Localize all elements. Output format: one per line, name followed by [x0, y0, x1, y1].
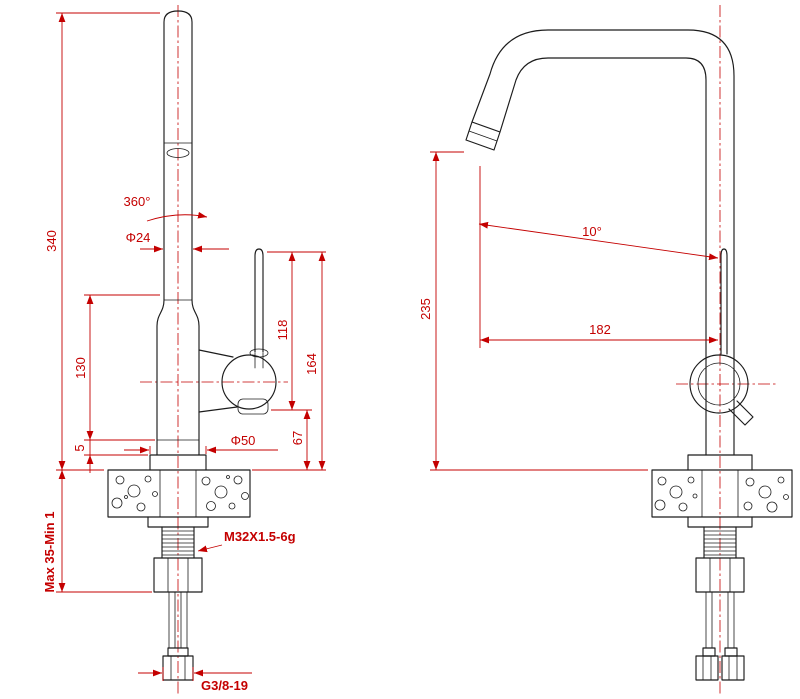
spout-column	[163, 10, 193, 301]
dim-label-inlet-thread: G3/8-19	[201, 678, 248, 693]
base-flange	[149, 454, 207, 471]
dim-overall-height: 340	[44, 12, 160, 471]
dim-label-spout-height: 235	[418, 298, 433, 320]
washer-side	[687, 516, 753, 528]
base-flange-side	[687, 454, 753, 471]
dim-label-handle-span: 118	[275, 320, 290, 341]
dim-deck-thickness: Max 35-Min 1	[42, 470, 152, 592]
dim-label-outlet-height: 67	[290, 431, 305, 445]
dim-label-spout-angle: 10°	[582, 224, 602, 239]
dim-handle-span: 118	[267, 251, 326, 411]
dim-label-deck-thickness: Max 35-Min 1	[42, 512, 57, 593]
dim-base-gap: 5	[72, 440, 94, 473]
thread-lines	[161, 530, 195, 556]
threaded-shank	[161, 526, 195, 559]
dim-outlet-height: 67	[290, 410, 311, 470]
handle-ball-joint	[221, 354, 277, 410]
countertop-section	[107, 469, 251, 518]
dim-handle-height: 164	[252, 252, 326, 471]
riser-pipe	[705, 99, 735, 456]
dimensions-side: 235 182 10°	[418, 151, 719, 471]
handle-ring-outer	[689, 354, 749, 414]
front-view	[107, 10, 277, 681]
dim-spout-height: 235	[418, 151, 648, 471]
spout-joint-ring	[166, 148, 190, 158]
washer	[147, 516, 209, 528]
dim-label-overall-height: 340	[44, 230, 59, 252]
dim-label-handle-height: 164	[304, 353, 319, 375]
supply-pipes-side	[695, 591, 745, 681]
mounting-hardware	[147, 516, 209, 593]
handle-assembly-side	[689, 248, 754, 426]
dim-inlet-thread: G3/8-19	[138, 667, 252, 693]
dim-label-base-gap: 5	[72, 444, 87, 451]
dim-body-height: 130	[73, 294, 160, 456]
dim-label-base-diameter: Φ50	[231, 433, 256, 448]
dim-label-spout-diameter: Φ24	[126, 230, 151, 245]
threaded-shank-side	[703, 526, 737, 559]
mounting-nut-side	[695, 557, 745, 593]
dim-spout-reach: 182	[479, 166, 718, 348]
dim-label-spout-reach: 182	[589, 322, 611, 337]
handle-lever	[254, 248, 264, 353]
dim-label-swivel-angle: 360°	[124, 194, 151, 209]
granite-pattern	[111, 475, 249, 512]
inlet-fitting-right	[721, 655, 745, 681]
handle-assembly	[198, 248, 277, 415]
handle-tail	[728, 400, 754, 426]
outlet-nub	[237, 398, 269, 415]
centerlines	[140, 5, 778, 694]
dimensions-front: 340 130 5 Max 35-Min 1 360° Φ24	[42, 12, 326, 693]
faucet-body	[156, 299, 200, 456]
countertop-section-side	[651, 469, 793, 518]
side-view	[465, 29, 793, 681]
inlet-fitting-left	[695, 655, 719, 681]
dim-swivel-angle: 360°	[124, 194, 208, 222]
dim-mount-thread: M32X1.5-6g	[197, 529, 296, 553]
dim-label-mount-thread: M32X1.5-6g	[224, 529, 296, 544]
gooseneck-spout	[465, 29, 735, 151]
mounting-nut	[153, 557, 203, 593]
handle-ring-inner	[697, 362, 741, 406]
dim-spout-diameter: Φ24	[126, 230, 229, 253]
dim-base-diameter: Φ50	[124, 433, 278, 454]
granite-pattern-side	[654, 476, 789, 513]
mounting-hardware-side	[687, 516, 753, 593]
dim-spout-angle: 10°	[478, 221, 719, 261]
handle-lever-side	[720, 248, 728, 355]
dim-label-body-height: 130	[73, 357, 88, 379]
